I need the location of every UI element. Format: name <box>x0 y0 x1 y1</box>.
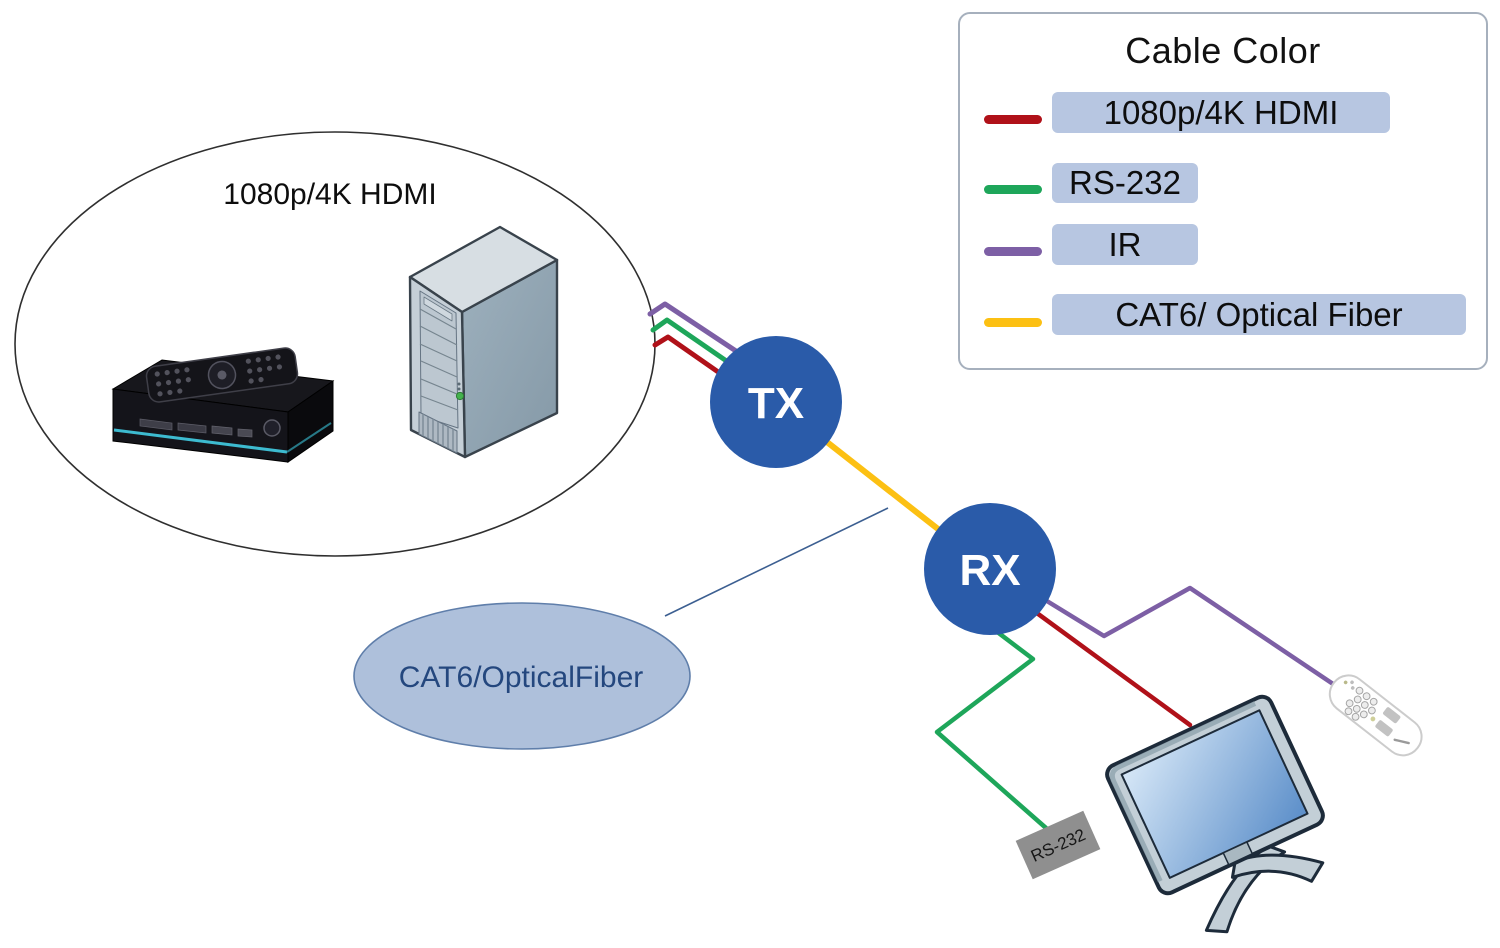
rs232-tag-box <box>1015 810 1101 880</box>
hdmi-cable-to-tv <box>1027 605 1193 728</box>
legend-item-hdmi: 1080p/4K HDMI <box>1052 92 1390 133</box>
ir-color-swatch <box>984 247 1042 256</box>
ir-cable-to-tx <box>647 301 751 362</box>
hdmi-color-swatch <box>984 115 1042 124</box>
legend-item-rs232: RS-232 <box>1052 163 1198 203</box>
tx-label: TX <box>748 379 804 428</box>
cat6-color-swatch <box>984 318 1042 327</box>
rx-node: RX <box>924 503 1056 635</box>
rs232-color-swatch <box>984 185 1042 194</box>
rx-label: RX <box>959 546 1020 595</box>
source-to-tx-cables <box>647 301 751 386</box>
ir-cable-to-remote <box>1039 585 1348 695</box>
tv-illustration <box>1105 694 1325 934</box>
tx-node: TX <box>710 336 842 468</box>
ir-remote-illustration <box>1328 674 1423 757</box>
rx-output-cables <box>934 585 1348 831</box>
hdmi-cable-to-tx <box>652 334 737 386</box>
rs232-tag: RS-232 <box>1015 810 1101 880</box>
legend-title: Cable Color <box>1125 30 1321 71</box>
source-group-label: 1080p/4K HDMI <box>223 178 436 211</box>
cat6-callout-line <box>664 507 889 617</box>
rs232-cable-from-rx <box>934 625 1049 831</box>
cat6-callout-ellipse <box>353 602 691 750</box>
legend-item-ir: IR <box>1052 224 1198 265</box>
cat6-callout-label: CAT6/OpticalFiber <box>399 661 644 694</box>
legend-item-cat6: CAT6/ Optical Fiber <box>1052 294 1466 335</box>
set-top-box-illustration <box>111 347 335 463</box>
rx-circle <box>924 503 1056 635</box>
rs232-cable-to-tx <box>650 317 744 374</box>
tx-circle <box>710 336 842 468</box>
cable-color-legend: Cable Color 1080p/4K HDMI RS-232 IR CAT6… <box>958 12 1488 370</box>
computer-tower-illustration <box>408 225 559 459</box>
